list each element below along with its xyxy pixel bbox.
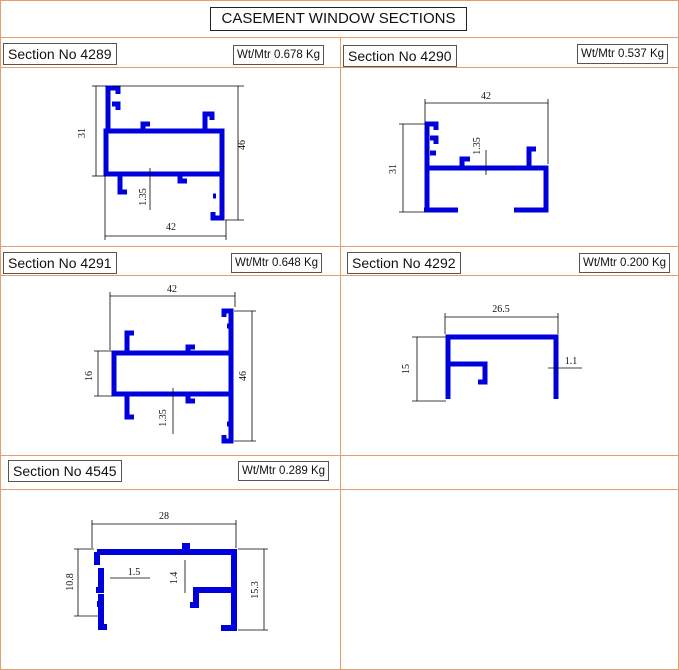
weight-label-4289: Wt/Mtr 0.678 Kg — [233, 45, 325, 65]
grid-line — [0, 67, 679, 68]
dim-height-left: 10.8 — [65, 573, 76, 591]
dim-width: 42 — [167, 284, 177, 295]
grid-line — [0, 455, 679, 456]
section-4545-drawing: 28 10.8 15.3 1.5 1.4 — [65, 511, 268, 631]
weight-label-4291: Wt/Mtr 0.648 Kg — [231, 253, 323, 273]
section-label-4291: Section No 4291 — [3, 252, 117, 274]
dim-thickness: 1.35 — [472, 137, 483, 155]
dim-height-right: 46 — [238, 371, 249, 381]
dim-height: 15 — [401, 364, 412, 374]
section-label-4545: Section No 4545 — [8, 460, 122, 482]
dim-width: 28 — [159, 511, 169, 522]
profile-shape — [94, 543, 237, 631]
grid-line — [0, 275, 679, 276]
dim-height-left: 16 — [84, 371, 95, 381]
grid-line — [0, 489, 679, 490]
dim-thickness: 1.35 — [138, 188, 149, 206]
dim-thickness: 1.35 — [158, 409, 169, 427]
section-4291-drawing: 42 16 46 1.35 — [84, 284, 256, 444]
weight-label-4545: Wt/Mtr 0.289 Kg — [238, 461, 330, 481]
dim-height: 31 — [388, 164, 399, 174]
profile-shape — [103, 85, 225, 221]
dim-width: 42 — [166, 222, 176, 233]
dim-height-left: 31 — [77, 128, 88, 138]
dim-height-right: 15.3 — [250, 581, 261, 599]
grid-line — [0, 246, 679, 247]
section-label-4290: Section No 4290 — [343, 45, 457, 67]
page-title: CASEMENT WINDOW SECTIONS — [210, 7, 467, 31]
section-4289-drawing: 31 46 42 1.35 — [77, 85, 248, 240]
section-label-4292: Section No 4292 — [347, 252, 461, 274]
section-label-4289: Section No 4289 — [3, 43, 117, 65]
dim-thickness: 1.1 — [565, 356, 578, 367]
dim-width: 42 — [481, 91, 491, 102]
section-4290-drawing: 42 31 1.35 — [388, 91, 549, 213]
dim-width: 26.5 — [492, 304, 510, 315]
profile-shape — [424, 121, 549, 213]
grid-line — [0, 37, 679, 38]
dim-inner-a: 1.5 — [128, 567, 141, 578]
weight-label-4292: Wt/Mtr 0.200 Kg — [579, 253, 671, 273]
section-4292-drawing: 26.5 15 1.1 — [401, 304, 582, 402]
grid-line — [340, 37, 341, 670]
profile-shape — [445, 334, 559, 399]
weight-label-4290: Wt/Mtr 0.537 Kg — [577, 44, 669, 64]
dim-height-right: 46 — [237, 140, 248, 150]
dim-inner-b: 1.4 — [169, 572, 180, 585]
profile-shape — [111, 308, 234, 444]
